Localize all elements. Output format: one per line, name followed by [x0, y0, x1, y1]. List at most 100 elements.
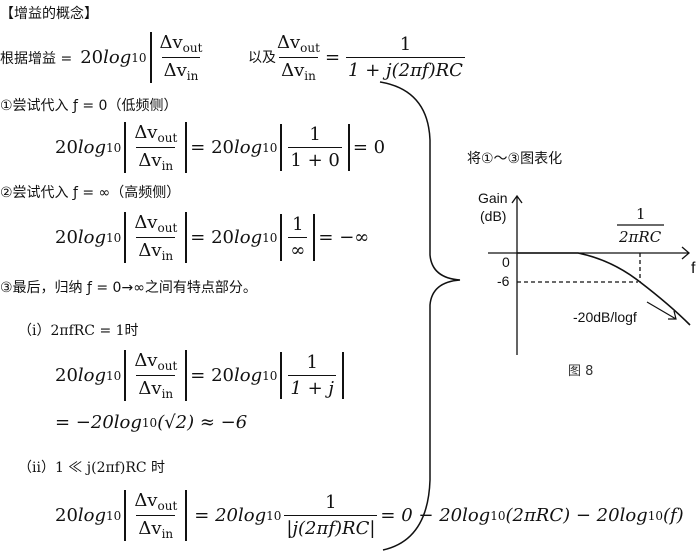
math-token: Δv	[281, 60, 305, 81]
math-token: log	[77, 137, 107, 158]
math-token: =	[324, 47, 341, 68]
math-token: 10	[262, 140, 278, 155]
math-token: log	[233, 365, 263, 386]
math-token: 20	[55, 137, 78, 158]
math-token: 20	[80, 47, 104, 68]
y-axis-label-gain: Gain	[478, 190, 508, 206]
case1-label: （ⅰ）2πfRC = 1时	[18, 323, 139, 339]
gain-curve	[517, 252, 691, 326]
math-token: log	[233, 227, 263, 248]
math-token: log	[103, 47, 132, 68]
math-token: |j(2πf)RC|	[284, 515, 378, 539]
math-token: Δv	[134, 350, 158, 371]
math-token: in	[161, 387, 174, 401]
math-token: = −20log	[55, 412, 142, 433]
math-token: 20	[55, 227, 78, 248]
math-token: = 20	[190, 137, 234, 158]
math-token: 10	[106, 140, 122, 155]
math-token: Δv	[134, 212, 158, 233]
math-token: in	[161, 527, 174, 541]
math-token: log	[77, 505, 107, 526]
math-token: log	[77, 227, 107, 248]
math-token: 10	[106, 368, 122, 383]
math-token: 1 + j	[288, 375, 336, 399]
y-axis-label-unit: (dB)	[480, 208, 507, 224]
math-token: Δv	[134, 122, 158, 143]
math-token: 10	[106, 230, 122, 245]
math-token: = 20	[190, 365, 234, 386]
math-token: out	[157, 131, 178, 145]
math-token: out	[157, 499, 178, 513]
math-token: = 0	[352, 137, 386, 158]
math-token: in	[161, 159, 174, 173]
math-token: out	[182, 41, 203, 55]
figure-label: 图 8	[568, 364, 594, 379]
math-token: = 20	[190, 227, 234, 248]
corner-numerator: 1	[636, 205, 646, 223]
math-token: 20	[55, 505, 78, 526]
math-token: Δv	[138, 378, 162, 399]
tick-minus6: -6	[497, 273, 510, 289]
math-token: ∞	[288, 237, 308, 261]
math-token: Δv	[277, 32, 301, 53]
math-token: 1	[306, 352, 318, 373]
math-token: 1	[325, 492, 337, 513]
step2-label: ②尝试代入 ƒ = ∞（高频侧）	[0, 185, 181, 201]
math-token: (f)	[662, 505, 684, 526]
x-axis-label: f	[691, 260, 696, 277]
math-token: out	[300, 41, 320, 55]
math-token: log	[77, 365, 107, 386]
math-token: 1	[399, 34, 412, 55]
corner-denominator: 2πRC	[619, 228, 662, 246]
and-label: 以及	[248, 50, 276, 66]
math-token: Δv	[159, 32, 183, 53]
step1-label: ①尝试代入 ƒ = 0（低频侧）	[0, 98, 178, 114]
math-token: Δv	[163, 60, 187, 81]
slope-arrow	[646, 301, 677, 320]
math-token: Δv	[138, 150, 162, 171]
case2-label: （ⅱ）1 ≪ j(2πf)RC 时	[18, 460, 166, 476]
math-token: in	[186, 69, 199, 83]
math-token: log	[233, 137, 263, 158]
curly-brace	[379, 81, 461, 551]
x-axis-arrow	[681, 246, 690, 260]
math-token: (2πRC) − 20log	[505, 505, 648, 526]
math-token: in	[161, 249, 174, 263]
math-token: 1	[309, 124, 321, 145]
tick-zero: 0	[502, 254, 510, 270]
y-axis-arrow	[511, 194, 523, 204]
math-token: 10	[262, 368, 278, 383]
math-token: (√2) ≈ −6	[157, 412, 248, 433]
math-token: 10	[266, 508, 282, 523]
math-token: 10	[647, 508, 663, 523]
math-token: out	[157, 221, 178, 235]
math-token: 1 + j(2πf)RC	[346, 57, 465, 81]
slope-label: -20dB/logf	[573, 309, 637, 325]
math-token: 10	[131, 50, 147, 65]
math-token: = 0 − 20log	[380, 505, 491, 526]
math-token: 10	[106, 508, 122, 523]
graph-caption: 将①〜③图表化	[467, 151, 563, 167]
math-token: 1	[292, 214, 304, 235]
math-token: 根据增益 =	[0, 50, 73, 67]
math-token: = 20log	[194, 505, 267, 526]
math-token: Δv	[138, 518, 162, 539]
math-token: 20	[55, 365, 78, 386]
math-token: 10	[490, 508, 506, 523]
step3-label: ③最后，归纳 ƒ = 0→∞之间有特点部分。	[0, 280, 257, 296]
math-token: 10	[262, 230, 278, 245]
math-token: out	[157, 359, 178, 373]
math-token: 1 + 0	[288, 147, 342, 171]
math-token: Δv	[138, 240, 162, 261]
math-token: in	[304, 69, 316, 83]
math-token: Δv	[134, 490, 158, 511]
